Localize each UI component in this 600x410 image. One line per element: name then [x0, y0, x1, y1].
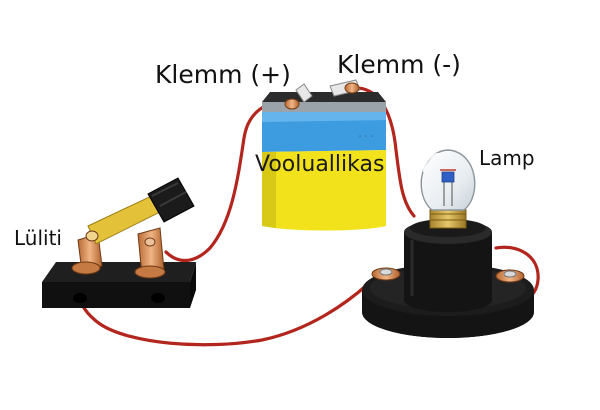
- battery-terminal-plus: [284, 83, 313, 110]
- label-lamp: Lamp: [479, 146, 535, 170]
- light-bulb: [420, 149, 476, 229]
- label-power-source: Vooluallikas: [255, 152, 385, 177]
- label-terminal-minus: Klemm (-): [337, 50, 461, 79]
- label-terminal-plus: Klemm (+): [155, 60, 291, 89]
- lamp-terminal-right: [495, 269, 525, 283]
- lamp-terminal-left: [371, 267, 401, 281]
- battery-terminal-minus: [329, 79, 361, 97]
- wire-battery-to-switch: [164, 101, 292, 263]
- switch-contact-clip: [134, 227, 166, 279]
- label-switch: Lüliti: [14, 226, 62, 250]
- knife-switch: [42, 177, 196, 308]
- lamp-holder: [362, 219, 534, 338]
